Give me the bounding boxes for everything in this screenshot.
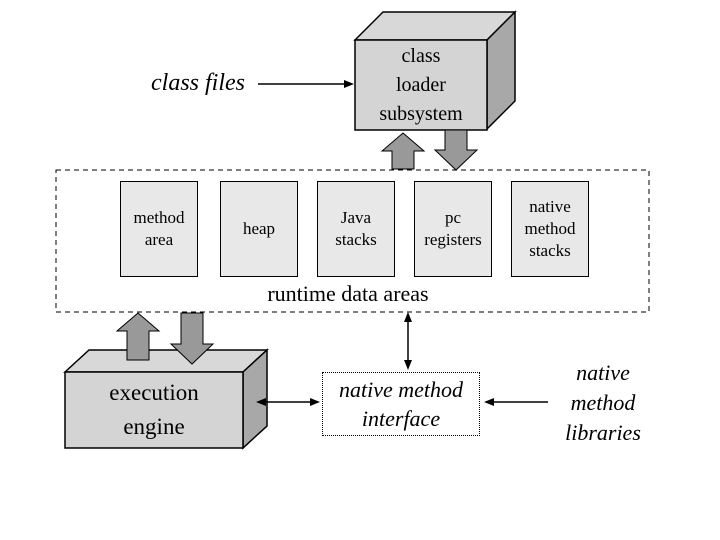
- execution-engine-line-1: execution: [109, 380, 199, 405]
- arrow-class-files-to-loader: [258, 80, 354, 88]
- method-area-box: method area: [120, 181, 198, 277]
- runtime-data-areas-box: [55, 169, 650, 313]
- pc-registers-box: pc registers: [414, 181, 492, 277]
- execution-engine-label: execution engine: [66, 374, 242, 446]
- method-area-line-1: method: [133, 208, 185, 227]
- heap-box: heap: [220, 181, 298, 277]
- class-loader-label: class loader subsystem: [356, 42, 486, 128]
- arrow-runtime-to-nmi: [404, 312, 412, 370]
- native-method-libraries-line-3: libraries: [565, 420, 641, 445]
- java-stacks-line-2: stacks: [335, 230, 377, 249]
- block-arrow-up-loader-icon: [380, 132, 426, 170]
- java-stacks-line-1: Java: [340, 208, 372, 227]
- java-stacks-box: Java stacks: [317, 181, 395, 277]
- class-files-text: class files: [151, 70, 245, 96]
- native-method-stacks-box: native method stacks: [511, 181, 589, 277]
- execution-engine-box: [63, 348, 269, 450]
- block-arrow-down-engine-icon: [169, 312, 215, 365]
- class-loader-front-face: [354, 39, 488, 131]
- native-method-stacks-line-1: native: [529, 197, 571, 216]
- native-method-interface-line-1: native method: [338, 377, 464, 402]
- native-method-stacks-line-2: method: [524, 219, 576, 238]
- native-method-libraries-label: native method libraries: [545, 358, 661, 448]
- method-area-line-2: area: [144, 230, 174, 249]
- pc-registers-line-1: pc: [444, 208, 462, 227]
- native-method-interface-box: native method interface: [322, 372, 480, 436]
- native-method-stacks-line-3: stacks: [529, 241, 571, 260]
- execution-engine-top-face: [63, 349, 269, 373]
- class-files-label: class files: [142, 68, 254, 98]
- block-arrow-down-loader-icon: [433, 129, 479, 171]
- runtime-data-areas-label: runtime data areas: [153, 281, 543, 307]
- arrow-libraries-to-nmi: [484, 398, 548, 406]
- class-loader-line-2: loader: [396, 73, 446, 96]
- class-loader-box: [353, 10, 517, 131]
- native-method-interface-line-2: interface: [361, 406, 441, 431]
- arrow-engine-to-nmi: [256, 398, 320, 406]
- class-loader-line-3: subsystem: [379, 102, 463, 125]
- heap-line-1: heap: [242, 219, 276, 238]
- runtime-data-areas-text: runtime data areas: [267, 281, 429, 306]
- native-method-libraries-line-2: method: [570, 390, 636, 415]
- execution-engine-line-2: engine: [123, 414, 185, 439]
- block-arrow-up-engine-icon: [115, 312, 161, 361]
- pc-registers-line-2: registers: [424, 230, 482, 249]
- execution-engine-front-face: [64, 371, 244, 449]
- native-method-libraries-line-1: native: [576, 360, 630, 385]
- class-loader-line-1: class: [401, 44, 441, 67]
